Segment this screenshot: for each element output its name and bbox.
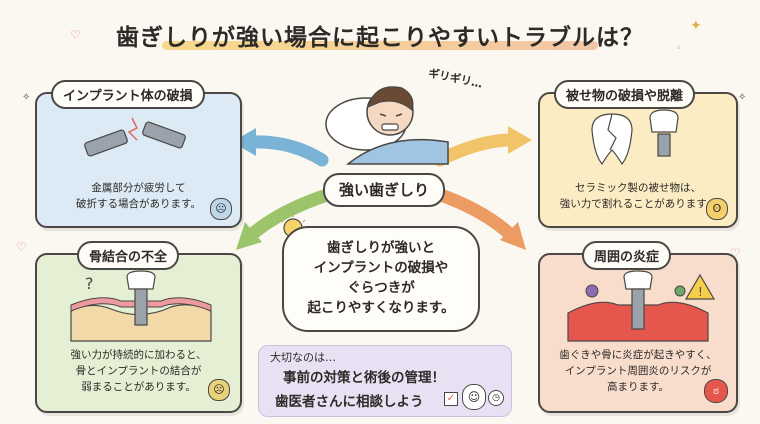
card-body-line: 歯ぐきや骨に炎症が起きやすく、 — [559, 349, 717, 361]
sparkle-icon: ◦ — [676, 44, 682, 54]
clock-icon: ◷ — [488, 390, 504, 406]
broken-crown-icon — [591, 109, 679, 166]
card-title: 骨結合の不全 — [77, 241, 180, 270]
card-body-line: 破折する場合があります。 — [76, 198, 201, 210]
card-body-line: 強い力で割れることがあります。 — [559, 198, 717, 210]
page-title: 歯ぎしりが強い場合に起こりやすいトラブルは？ — [116, 25, 644, 51]
worried-face-icon: ʘ — [706, 198, 728, 220]
card-implant-fracture: インプラント体の破損 金属部分が疲労して 破折する場合があります。 ☹ — [35, 80, 242, 228]
bubble-line: 歯ぎしりが強いと — [327, 240, 435, 256]
card-body-line: 骨とインプラントの結合が — [75, 365, 202, 377]
card-inflammation: 周囲の炎症 ! 歯ぐきや骨に炎症が起きやすく、 インプラント周囲炎のリスクが 高… — [538, 241, 738, 413]
card-title: 被せ物の破損や脱離 — [554, 80, 696, 109]
checkbox-icon: ✓ — [444, 392, 458, 406]
bubble-line: ぐらつきが — [347, 280, 415, 296]
card-title: 周囲の炎症 — [582, 241, 672, 270]
card-crown-damage: 被せ物の破損や脱離 セラミック製の被せ物は、 強い力で割れることがあります。 ʘ — [538, 80, 738, 228]
advice-line: 歯医者さんに相談しよう — [275, 394, 424, 410]
arrow-green — [243, 187, 337, 243]
sad-face-icon: ☹ — [208, 379, 230, 401]
heart-icon: ♡ — [70, 28, 81, 42]
broken-implant-icon — [84, 117, 186, 157]
card-body-line: 高まります。 — [607, 381, 669, 393]
card-body-line: 金属部分が疲労して — [91, 182, 186, 194]
inflamed-gum-icon: ! — [567, 270, 716, 342]
card-osseointegration: 骨結合の不全 ? 強い力が持続的に加わると、 骨とインプラントの結合が 弱まるこ… — [35, 241, 242, 413]
sparkle-icon: ✧ — [22, 92, 31, 103]
sparkle-icon: ✦ — [690, 18, 702, 34]
card-title: インプラント体の破損 — [51, 80, 205, 109]
card-body-line: 弱まることがあります。 — [81, 381, 196, 393]
arrow-blue — [243, 135, 329, 167]
title-highlight — [162, 41, 598, 50]
sparkle-icon: ✧ — [738, 92, 747, 103]
person-illustration — [325, 86, 449, 165]
card-body-line: インプラント周囲炎のリスクが — [564, 365, 712, 377]
bubble-line: 起こりやすくなります。 — [307, 300, 455, 316]
heart-icon: ♡ — [730, 246, 741, 260]
dentist-icon: ☺ — [462, 384, 486, 410]
svg-text:?: ? — [85, 274, 94, 293]
implant-in-bone-icon: ? — [70, 270, 212, 342]
card-body-line: 強い力が持続的に加わると、 — [70, 349, 207, 361]
angry-face-icon: ಠ — [704, 379, 728, 403]
arrow-orange — [431, 187, 519, 243]
heart-icon: ♡ — [16, 240, 27, 254]
center-label: 強い歯ぎしり — [323, 173, 445, 207]
advice-line: 事前の対策と術後の管理！ — [283, 370, 445, 386]
sad-face-icon: ☹ — [210, 198, 232, 220]
card-body-line: セラミック製の被せ物は、 — [575, 182, 701, 194]
bubble-line: インプラントの破損や — [313, 260, 449, 276]
svg-text:!: ! — [698, 285, 703, 299]
advice-heading: 大切なのは… — [270, 351, 336, 364]
speech-bubble: 歯ぎしりが強いと インプラントの破損や ぐらつきが 起こりやすくなります。 — [282, 226, 480, 332]
